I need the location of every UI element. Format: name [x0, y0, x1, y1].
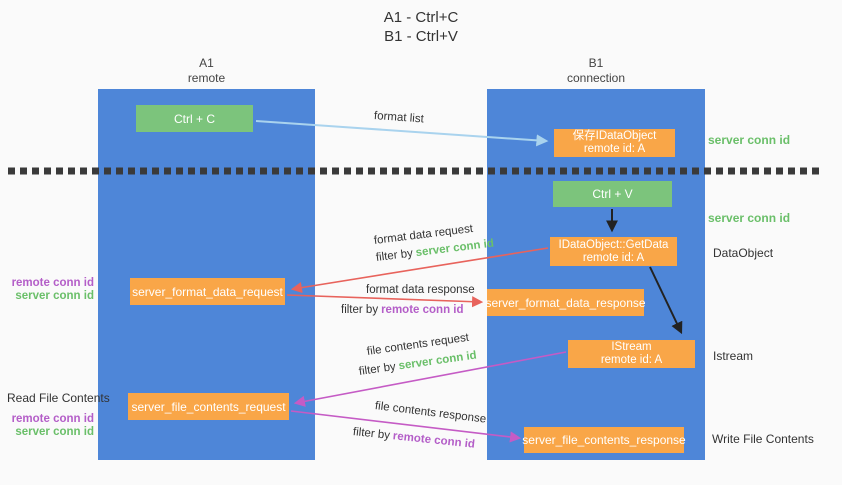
lane-a1-title: A1 — [199, 56, 214, 70]
title-line-1: A1 - Ctrl+C — [383, 9, 459, 26]
lane-header-a1: A1 remote — [98, 56, 315, 86]
idataobject-getdata-node: IDataObject::GetData remote id: A — [550, 237, 677, 266]
server-conn-id-label: server conn id — [15, 426, 94, 438]
istream-line2: remote id: A — [600, 354, 663, 366]
left-conn-id-group-top: remote conn id server conn id — [0, 277, 94, 303]
save-idataobject-node: 保存IDataObject remote id: A — [554, 129, 675, 157]
format-data-response-arrow — [286, 294, 484, 308]
ctrl-v-node: Ctrl + V — [553, 181, 672, 207]
save-idataobject-line1: 保存IDataObject — [572, 130, 657, 142]
filter-by-text: filter by — [341, 304, 379, 316]
format-data-response-label: format data response — [366, 284, 475, 296]
file-contents-response-label: file contents response — [374, 400, 487, 426]
filter-by-text: filter by — [375, 247, 414, 264]
lane-b1-subtitle: connection — [566, 71, 626, 85]
server-conn-id-text: server conn id — [397, 349, 478, 373]
server-conn-id-label: server conn id — [15, 290, 94, 302]
istream-line1: IStream — [611, 341, 652, 353]
filter-by-text: filter by — [358, 360, 397, 378]
getdata-line2: remote id: A — [582, 251, 645, 264]
server-conn-id-side-label-top: server conn id — [708, 133, 791, 147]
getdata-line1: IDataObject::GetData — [558, 238, 669, 251]
remote-conn-id-text: remote conn id — [381, 304, 464, 316]
write-file-contents-label: Write File Contents — [712, 432, 814, 446]
ctrl-c-node: Ctrl + C — [136, 105, 253, 132]
server-format-data-request-node: server_format_data_request — [130, 278, 285, 305]
server-conn-id-text: server conn id — [415, 237, 495, 260]
save-idataobject-line2: remote id: A — [583, 143, 646, 155]
server-file-contents-request-node: server_file_contents_request — [128, 393, 289, 420]
remote-conn-id-text: remote conn id — [392, 430, 476, 451]
lane-b1-title: B1 — [588, 56, 604, 70]
left-conn-id-group-bottom: remote conn id server conn id — [0, 413, 94, 439]
remote-conn-id-label: remote conn id — [11, 277, 94, 289]
server-format-data-response-node: server_format_data_response — [485, 289, 646, 316]
diagram-title: A1 - Ctrl+C B1 - Ctrl+V — [0, 8, 842, 46]
dataobject-side-label: DataObject — [713, 246, 774, 260]
read-file-contents-label: Read File Contents — [7, 391, 110, 405]
istream-side-label: Istream — [713, 349, 754, 363]
lane-header-b1: B1 connection — [487, 56, 705, 86]
server-conn-id-side-label-mid: server conn id — [708, 211, 791, 225]
format-list-label: format list — [373, 110, 425, 126]
server-file-contents-response-node: server_file_contents_response — [522, 427, 686, 453]
filter-by-text: filter by — [352, 426, 391, 442]
remote-conn-id-label: remote conn id — [11, 413, 94, 425]
lane-a1-subtitle: remote — [187, 71, 226, 85]
istream-node: IStream remote id: A — [568, 340, 695, 368]
title-line-2: B1 - Ctrl+V — [384, 28, 458, 45]
